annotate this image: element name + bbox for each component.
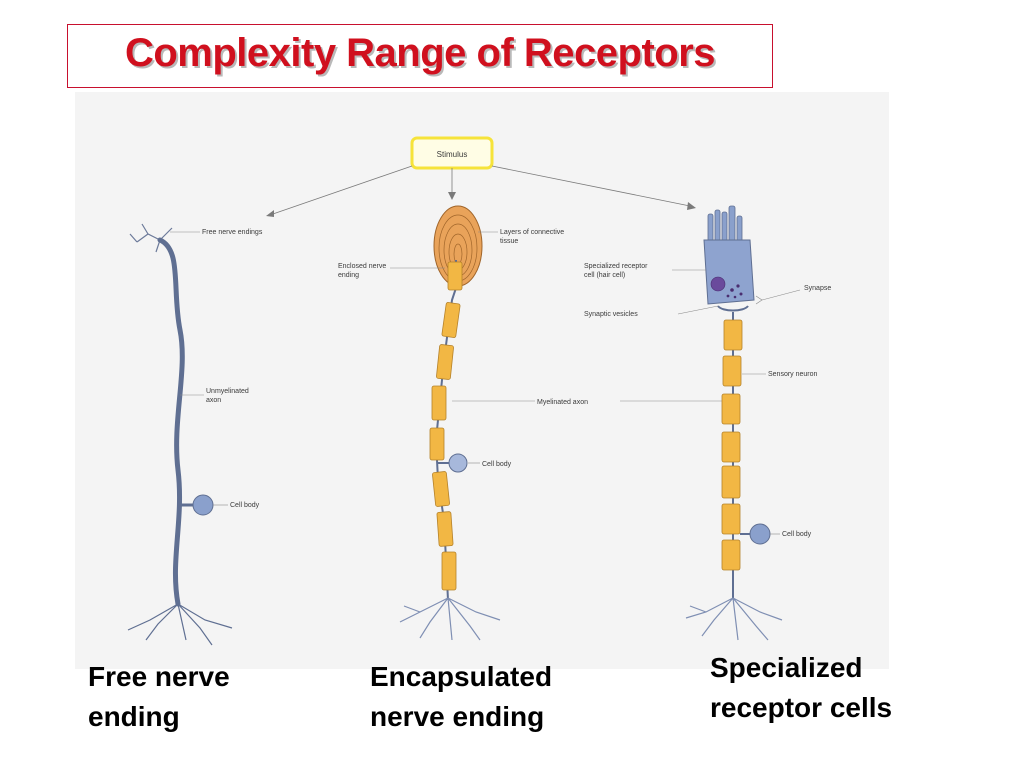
label-specialized-1: Specialized receptor [584, 263, 648, 270]
label-unmyelinated-axon-2: axon [206, 397, 221, 404]
caption-spec-line-1: Specialized [710, 652, 863, 683]
label-synaptic-vesicles: Synaptic vesicles [584, 311, 638, 318]
hair-cell-cilia [707, 205, 743, 245]
label-layers-2: tissue [500, 238, 518, 245]
encapsulated-neuron [399, 205, 501, 641]
arrowheads [266, 192, 696, 217]
specialized-receptor-neuron [685, 205, 783, 641]
specialized-leaders [672, 269, 801, 535]
page-title: Complexity Range of Receptors [124, 31, 716, 75]
myelin-segments [429, 261, 463, 591]
diagram-panel [75, 92, 889, 669]
caption-encapsulated-nerve-ending: Encapsulated nerve ending [370, 657, 620, 737]
caption-free-line-1: Free nerve [88, 661, 230, 692]
free-nerve-leaders [170, 231, 228, 506]
label-free-nerve-endings: Free nerve endings [202, 229, 263, 236]
caption-free-nerve-ending: Free nerve ending [88, 657, 308, 737]
label-cell-body-1: Cell body [230, 502, 260, 509]
label-synapse: Synapse [804, 285, 831, 292]
vesicles [726, 284, 743, 299]
label-unmyelinated-axon-1: Unmyelinated [206, 388, 249, 395]
title-box: Complexity Range of Receptors [67, 24, 773, 88]
cell-body-1 [192, 494, 214, 516]
caption-free-line-2: ending [88, 701, 180, 732]
free-nerve-ending-neuron [127, 223, 233, 646]
label-enclosed-2: ending [338, 272, 359, 279]
label-sensory-neuron: Sensory neuron [768, 371, 818, 378]
hair-cell-body [703, 239, 755, 305]
caption-enc-line-1: Encapsulated [370, 661, 553, 692]
stimulus-label: Stimulus [437, 150, 468, 159]
label-myelinated-axon: Myelinated axon [537, 399, 588, 406]
caption-enc-line-2: nerve ending [370, 701, 545, 732]
stimulus-arrows [269, 165, 691, 216]
caption-specialized-receptor-cells: Specialized receptor cells [710, 648, 970, 728]
label-layers-1: Layers of connective [500, 229, 564, 236]
label-cell-body-3: Cell body [782, 531, 812, 538]
label-specialized-2: cell (hair cell) [584, 272, 625, 279]
hair-cell-nucleus [710, 276, 726, 292]
cell-body-3 [749, 523, 771, 545]
myelin-segments-2 [721, 319, 743, 571]
label-enclosed-1: Enclosed nerve [338, 263, 386, 270]
caption-spec-line-2: receptor cells [710, 692, 893, 723]
cell-body-2 [448, 453, 468, 473]
label-cell-body-2: Cell body [482, 461, 512, 468]
encapsulated-leaders [390, 231, 722, 464]
